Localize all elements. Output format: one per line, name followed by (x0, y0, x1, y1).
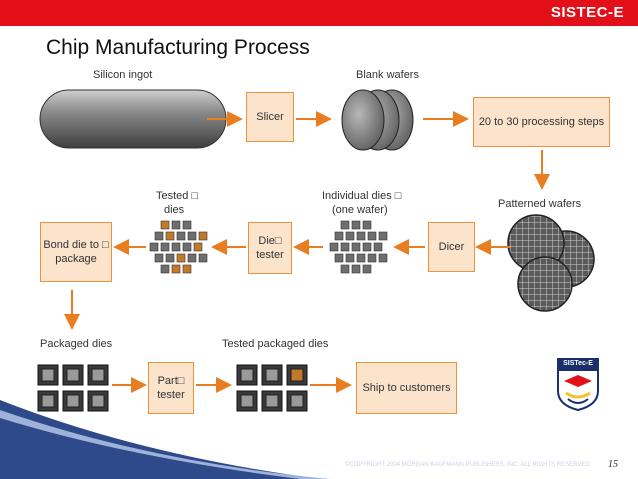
die (171, 220, 181, 230)
step-bond-die: Bond die to □ package (40, 222, 112, 282)
die (362, 220, 372, 230)
die (367, 253, 377, 263)
label-tested-dies-line2: dies (164, 204, 185, 216)
die (171, 242, 181, 252)
brand-label: SISTEC-E (550, 4, 624, 21)
step-dicer-label: Dicer (438, 241, 465, 253)
packaged-die-core (41, 394, 55, 408)
step-part-tester-line1: Part□ (157, 375, 185, 387)
footer-copyright: ©COPYRIGHT 2004 MORGAN KAUFMANN PUBLISHE… (345, 462, 590, 468)
die (334, 231, 344, 241)
die (182, 242, 192, 252)
step-processing-label: 20 to 30 processing steps (478, 116, 605, 128)
die (329, 242, 339, 252)
die (154, 231, 164, 241)
slide-title: Chip Manufacturing Process (46, 36, 310, 59)
die (198, 231, 208, 241)
die (165, 231, 175, 241)
die (160, 242, 170, 252)
die (378, 253, 388, 263)
die (160, 220, 170, 230)
silicon-ingot (39, 89, 227, 149)
die (149, 242, 159, 252)
step-part-tester-line2: tester (157, 389, 185, 401)
page-number: 15 (608, 459, 618, 470)
die (362, 264, 372, 274)
step-die-tester-line1: Die□ (258, 235, 282, 247)
packaged-die-core (240, 368, 254, 382)
die (340, 242, 350, 252)
die (193, 242, 203, 252)
step-part-tester: Part□ tester (148, 362, 194, 414)
step-processing: 20 to 30 processing steps (473, 97, 610, 147)
die (182, 220, 192, 230)
packaged-die-core (240, 394, 254, 408)
step-ship: Ship to customers (356, 362, 457, 414)
step-ship-label: Ship to customers (362, 382, 451, 394)
die (160, 264, 170, 274)
step-bond-die-line2: package (55, 253, 97, 265)
die (340, 264, 350, 274)
packaged-dies-image (37, 364, 109, 412)
die (367, 231, 377, 241)
individual-dies-image (329, 220, 388, 274)
label-individual-dies-line1: Individual dies □ (322, 190, 402, 202)
packaged-die-core (66, 368, 80, 382)
tested-dies-image (149, 220, 208, 274)
die (340, 220, 350, 230)
header-bar (0, 0, 638, 26)
die (187, 231, 197, 241)
packaged-die-core (66, 394, 80, 408)
die (378, 231, 388, 241)
packaged-die-core (41, 368, 55, 382)
label-packaged-dies: Packaged dies (40, 338, 113, 350)
die (176, 253, 186, 263)
logo-text: SISTec-E (563, 360, 593, 367)
label-patterned-wafers: Patterned wafers (498, 198, 582, 210)
die (176, 231, 186, 241)
blank-wafers-image (341, 89, 414, 151)
step-slicer: Slicer (246, 92, 294, 142)
die (165, 253, 175, 263)
packaged-die-core (91, 368, 105, 382)
step-dicer: Dicer (428, 222, 475, 272)
label-blank-wafers: Blank wafers (356, 69, 419, 81)
step-die-tester: Die□ tester (248, 222, 292, 274)
packaged-die-core (265, 394, 279, 408)
packaged-die-core (290, 368, 304, 382)
die (356, 253, 366, 263)
die (171, 264, 181, 274)
packaged-die-core (290, 394, 304, 408)
die (187, 253, 197, 263)
sistec-logo (557, 358, 599, 411)
die (198, 253, 208, 263)
die (362, 242, 372, 252)
die (334, 253, 344, 263)
die (351, 242, 361, 252)
step-slicer-label: Slicer (256, 111, 284, 123)
die (351, 220, 361, 230)
tested-packaged-dies-image (236, 364, 308, 412)
patterned-wafers-image (507, 214, 595, 312)
step-bond-die-line1: Bond die to □ (43, 239, 109, 251)
die (345, 253, 355, 263)
bottom-swoosh (0, 400, 320, 479)
die (373, 242, 383, 252)
step-die-tester-line2: tester (256, 249, 284, 261)
packaged-die-core (265, 368, 279, 382)
die (351, 264, 361, 274)
die (154, 253, 164, 263)
die (345, 231, 355, 241)
label-silicon-ingot: Silicon ingot (93, 69, 153, 81)
label-individual-dies-line2: (one wafer) (332, 204, 388, 216)
label-tested-packaged-dies: Tested packaged dies (222, 338, 329, 350)
die (182, 264, 192, 274)
die (356, 231, 366, 241)
label-tested-dies-line1: Tested □ (156, 190, 199, 202)
packaged-die-core (91, 394, 105, 408)
